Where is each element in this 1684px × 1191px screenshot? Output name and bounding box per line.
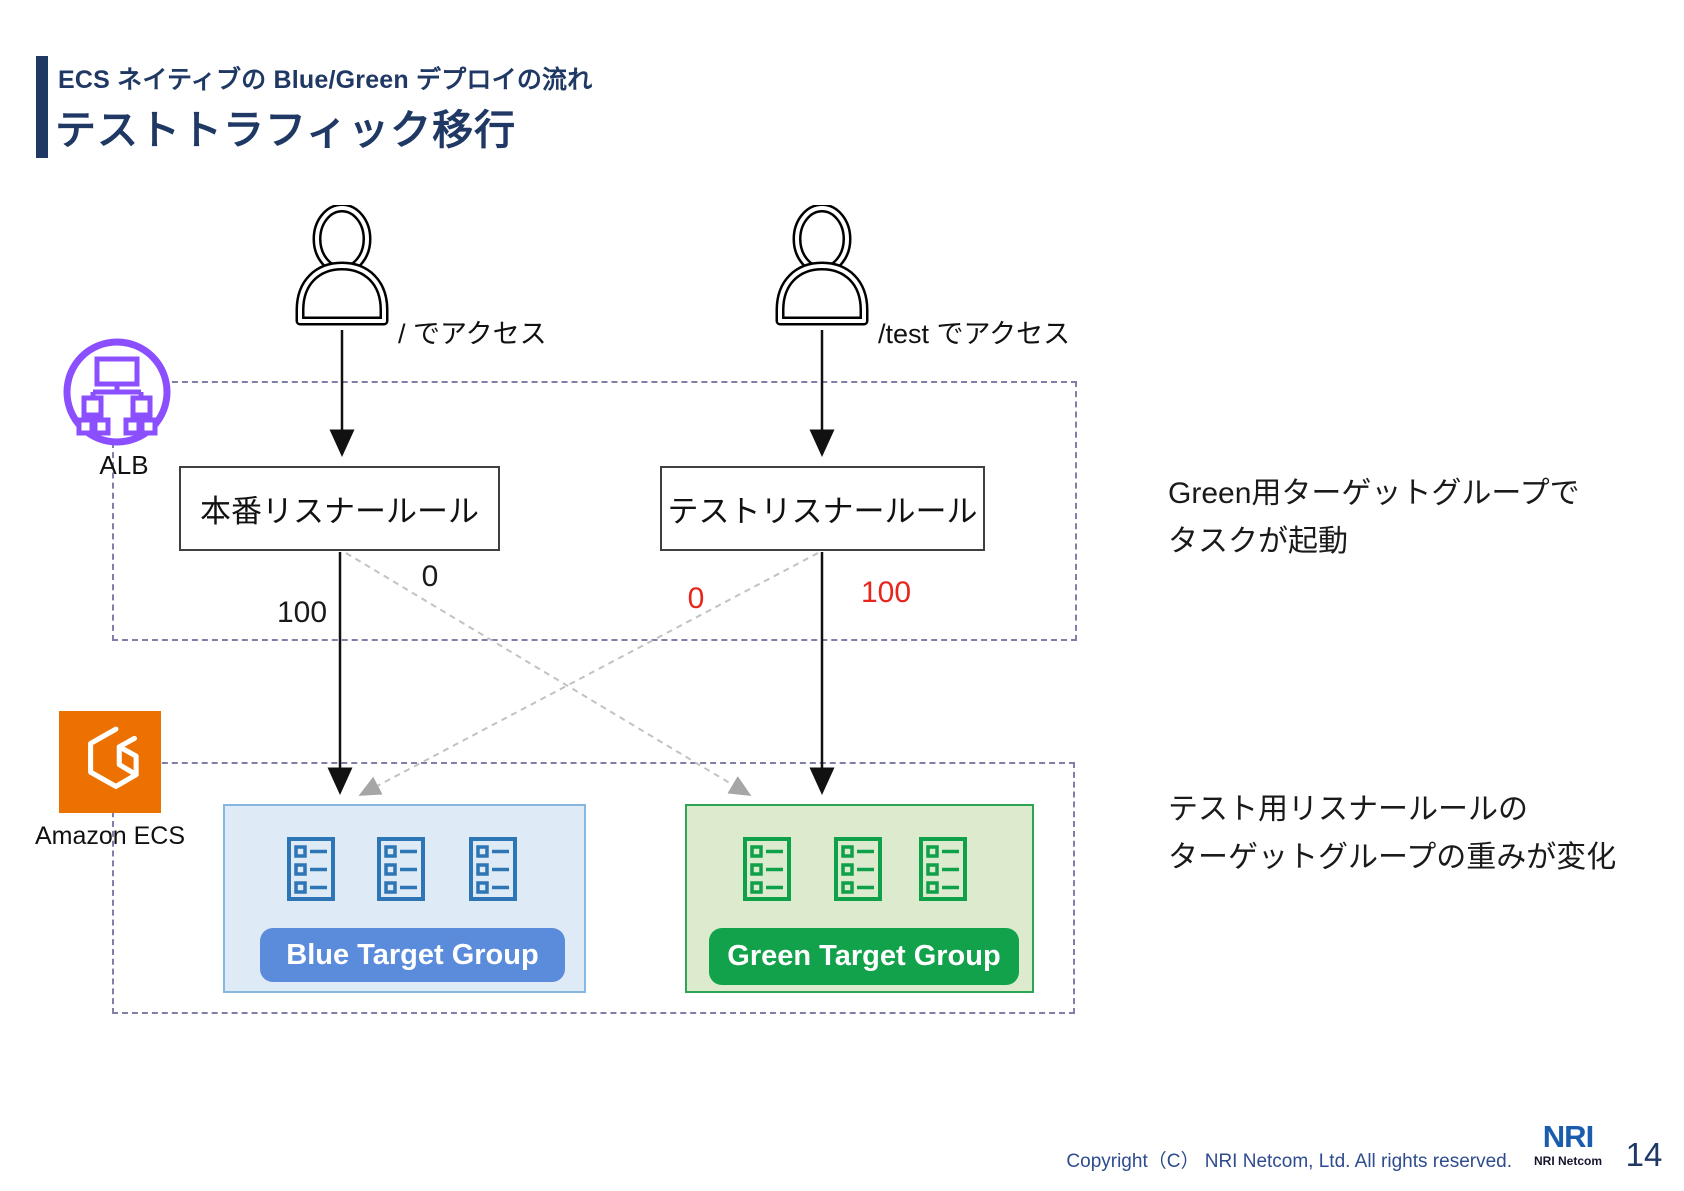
task-list-icon [469,837,517,901]
weight-test-to-blue: 0 [687,582,705,615]
load-balancer-icon [63,338,171,446]
green-target-group-box: Green Target Group [685,804,1034,993]
annotation-line: タスクが起動 [1168,525,1348,558]
user-icon [775,205,869,326]
page-number: 14 [1625,1136,1663,1173]
blue-target-group-box: Blue Target Group [223,804,586,993]
amazon-ecs-icon [59,711,161,813]
copyright-text: Copyright（C） NRI Netcom, Ltd. All rights… [1066,1151,1512,1172]
annotation-green-tasks: Green用ターゲットグループで タスクが起動 [1168,470,1580,566]
production-listener-rule-box: 本番リスナールール [179,466,500,551]
nri-logo-mark: NRI [1542,1119,1594,1154]
annotation-line: Green用ターゲットグループで [1168,477,1580,510]
user-icon [295,205,389,326]
test-listener-rule-box: テストリスナールール [660,466,985,551]
weight-test-to-green: 100 [860,576,912,609]
annotation-line: ターゲットグループの重みが変化 [1168,841,1617,874]
task-list-icon [287,837,335,901]
nri-netcom-logo: NRI NRI Netcom [1528,1119,1608,1168]
task-list-icon [919,837,967,901]
blue-target-group-pill: Blue Target Group [260,928,565,982]
ecs-label: Amazon ECS [34,822,186,850]
access-path-prod-label: / でアクセス [398,319,547,349]
weight-prod-to-green: 0 [421,560,439,593]
nri-logo-subtext: NRI Netcom [1533,1154,1602,1168]
annotation-line: テスト用リスナールールの [1168,793,1528,826]
weight-prod-to-blue: 100 [276,596,328,629]
title-accent-bar [36,56,48,158]
green-target-group-pill: Green Target Group [709,928,1019,985]
task-list-icon [377,837,425,901]
task-list-icon [834,837,882,901]
alb-label: ALB [99,450,149,480]
slide-subtitle: ECS ネイティブの Blue/Green デプロイの流れ [58,66,593,94]
annotation-test-weight: テスト用リスナールールの ターゲットグループの重みが変化 [1168,786,1616,882]
page-title: テストトラフィック移行 [55,107,517,153]
access-path-test-label: /test でアクセス [878,319,1071,349]
task-list-icon [743,837,791,901]
